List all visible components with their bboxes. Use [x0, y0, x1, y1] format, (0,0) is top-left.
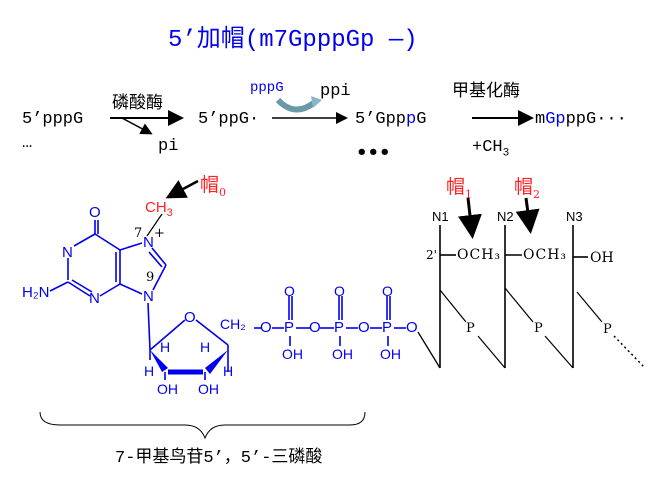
- cap0-label: 帽0: [200, 170, 226, 199]
- atom-p-3: P: [382, 319, 393, 336]
- atom-n1: N: [62, 244, 73, 261]
- atom-o6: O: [89, 204, 101, 221]
- slide-title: 5’加帽(m7GpppGp —): [168, 27, 418, 54]
- atom-h-3a: H: [200, 339, 211, 355]
- atom-h-1: H: [144, 363, 155, 379]
- cap0-text: 帽: [200, 174, 220, 196]
- atom-oh-2: OH: [157, 381, 178, 397]
- atom-o-d: O: [406, 319, 418, 336]
- intermediate-ppG: 5’ppG·: [198, 110, 260, 129]
- curved-arrow-icon: [275, 97, 317, 113]
- atom-h2n: H₂N: [22, 284, 50, 301]
- plus-ch3-sub: 3: [502, 147, 510, 160]
- reagent-pppG: pppG: [250, 80, 284, 96]
- substrate-continuation: …: [22, 134, 33, 153]
- ch3-text: CH: [145, 199, 167, 216]
- byproduct-pi: pi: [158, 137, 179, 156]
- gppg-prefix: 5’Gpp: [355, 110, 407, 129]
- atom-po-2: O: [334, 283, 345, 299]
- gppg-blue-p: p: [406, 110, 417, 129]
- label-n2: N2: [497, 209, 514, 224]
- ellipsis-dots: •••: [356, 142, 391, 163]
- atom-oh-3: OH: [198, 381, 219, 397]
- atom-p-2: P: [334, 319, 345, 336]
- chain-continuation: [613, 335, 646, 369]
- phosphatase-label: 磷酸酶: [112, 93, 163, 113]
- cap2-label: 帽2: [514, 172, 540, 201]
- cap2-text: 帽: [514, 176, 534, 198]
- product-prefix: m: [535, 110, 546, 129]
- arrow-pi: [121, 117, 153, 135]
- label-och3-2: OCH₃: [523, 247, 568, 263]
- plus-ch3-text: +CH: [472, 138, 503, 157]
- gppg-suffix: G: [416, 110, 427, 129]
- label-p-1: P: [466, 321, 475, 336]
- atom-p-1: P: [284, 319, 295, 336]
- caption: 7-甲基鸟苷5’，5’-三磷酸: [115, 449, 323, 468]
- product-blue: Gp: [545, 110, 566, 129]
- cap0-arrow: [165, 179, 199, 199]
- atom-po-1: O: [284, 283, 295, 299]
- byproduct-ppi: ppi: [320, 82, 351, 101]
- n7-number: 7: [134, 226, 143, 241]
- atom-o-c: O: [358, 319, 370, 336]
- product-mGpppG: mGpppG···: [535, 110, 627, 129]
- cap1-label: 帽1: [446, 172, 472, 201]
- label-2prime: 2': [426, 248, 437, 262]
- ch3-sub: 3: [166, 207, 173, 219]
- label-oh-3: OH: [590, 250, 614, 266]
- atom-n3: N: [89, 290, 100, 307]
- curved-arrowhead: [311, 96, 322, 108]
- cap2-sub: 2: [533, 187, 541, 201]
- rna-chain: [439, 225, 588, 368]
- atom-h-2a: H: [160, 339, 171, 355]
- label-p-2: P: [534, 321, 543, 336]
- cap0-sub: 0: [219, 185, 227, 199]
- atom-ch2: CH₂: [220, 316, 246, 332]
- product-suffix: ppG···: [565, 110, 627, 129]
- substrate-pppG: 5’pppG: [22, 110, 84, 129]
- atom-po-3: O: [382, 283, 393, 299]
- atom-n7: N: [143, 234, 154, 251]
- cap1-arrow: [458, 197, 482, 239]
- atom-h-4: H: [223, 363, 234, 379]
- atom-o-b: O: [309, 319, 321, 336]
- label-och3-1: OCH₃: [457, 247, 502, 263]
- brace: [39, 411, 366, 440]
- cap1-text: 帽: [446, 176, 466, 198]
- intermediate-GpppG: 5’GpppG: [355, 110, 426, 129]
- atom-o4: O: [184, 309, 196, 326]
- n7-plus: +: [154, 226, 165, 241]
- atom-n9: N: [143, 288, 154, 305]
- label-p-3: P: [603, 322, 612, 337]
- n9-number: 9: [146, 270, 155, 285]
- cap1-sub: 1: [465, 187, 473, 201]
- label-n1: N1: [432, 209, 449, 224]
- guanine-ring: [49, 220, 406, 380]
- atom-poh-1: OH: [282, 346, 303, 362]
- plus-ch3: +CH3: [472, 138, 509, 159]
- methyl-ch3: CH3: [145, 199, 173, 219]
- methylase-label: 甲基化酶: [452, 81, 520, 101]
- label-n3: N3: [566, 209, 583, 224]
- cap2-arrow: [515, 197, 540, 234]
- atom-poh-2: OH: [332, 346, 353, 362]
- atom-poh-3: OH: [380, 346, 401, 362]
- atom-o-a: O: [260, 319, 272, 336]
